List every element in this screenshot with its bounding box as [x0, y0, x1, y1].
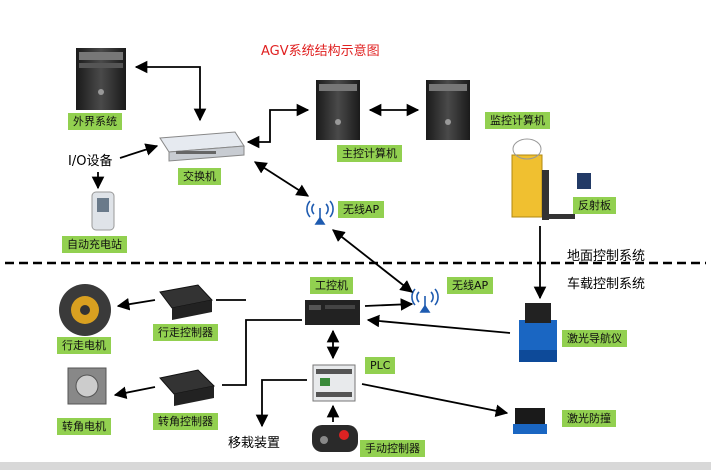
label-switch: 交换机 — [178, 168, 221, 185]
label-wireless-ap-ground: 无线AP — [338, 201, 385, 218]
label-handheld-controller: 手动控制器 — [360, 440, 425, 457]
label-transfer-device: 移栽装置 — [228, 436, 281, 451]
handheld-pendant-icon — [312, 425, 358, 452]
line-ipc-controllers — [222, 319, 302, 386]
label-laser-anticollision: 激光防撞 — [562, 410, 616, 427]
wireless-ap-icon — [306, 200, 334, 225]
label-plc: PLC — [365, 357, 396, 374]
wireless-ap-icon — [411, 288, 439, 313]
steering-controller-icon — [159, 369, 216, 406]
arrow-ipc-ap — [364, 298, 414, 311]
travel-controller-icon — [159, 284, 213, 320]
label-vehicle-control-section: 车载控制系统 — [567, 277, 646, 292]
main-computer-icon — [316, 80, 360, 140]
arrow-plc-laser — [361, 383, 509, 417]
label-ground-control-section: 地面控制系统 — [567, 249, 646, 264]
arrow-plc-transfer — [255, 379, 307, 428]
label-external-system: 外界系统 — [68, 113, 122, 130]
agv-forklift-icon — [511, 138, 591, 220]
label-travel-controller: 行走控制器 — [153, 324, 218, 341]
steering-motor-icon — [67, 367, 107, 405]
label-io-device: I/O设备 — [68, 154, 113, 169]
arrow-io-switch — [119, 143, 159, 159]
label-main-computer: 主控计算机 — [337, 145, 402, 162]
arrow-nav-ipc — [366, 314, 511, 334]
label-travel-motor: 行走电机 — [57, 337, 111, 354]
label-steering-controller: 转角控制器 — [153, 413, 218, 430]
label-ipc: 工控机 — [310, 277, 353, 294]
label-laser-nav: 激光导航仪 — [562, 330, 627, 347]
laser-scanner-icon — [519, 303, 557, 362]
arrow-steering-controller-motor — [113, 386, 156, 399]
charging-station-icon — [91, 191, 115, 231]
monitor-computer-icon — [426, 80, 470, 140]
label-steering-motor: 转角电机 — [57, 418, 111, 435]
bottom-edge-bar — [0, 462, 711, 470]
label-reflector: 反射板 — [573, 197, 616, 214]
diagram-title: AGV系统结构示意图 — [261, 44, 380, 59]
travel-motor-icon — [59, 284, 111, 336]
external-system-computer-icon — [76, 48, 126, 110]
connectors — [91, 60, 547, 428]
laser-anticollision-icon — [513, 408, 547, 434]
arrow-external-switch — [134, 60, 207, 122]
arrow-ap-ap — [332, 229, 413, 293]
arrow-travel-controller-motor — [116, 297, 156, 311]
arrow-switch-ap — [253, 161, 310, 197]
plc-icon — [312, 364, 356, 402]
industrial-pc-icon — [305, 300, 360, 325]
label-charging-station: 自动充电站 — [62, 236, 127, 253]
label-monitor-computer: 监控计算机 — [485, 112, 550, 129]
arrow-switch-main — [246, 103, 310, 149]
network-switch-icon — [159, 131, 245, 162]
label-wireless-ap-vehicle: 无线AP — [447, 277, 494, 294]
